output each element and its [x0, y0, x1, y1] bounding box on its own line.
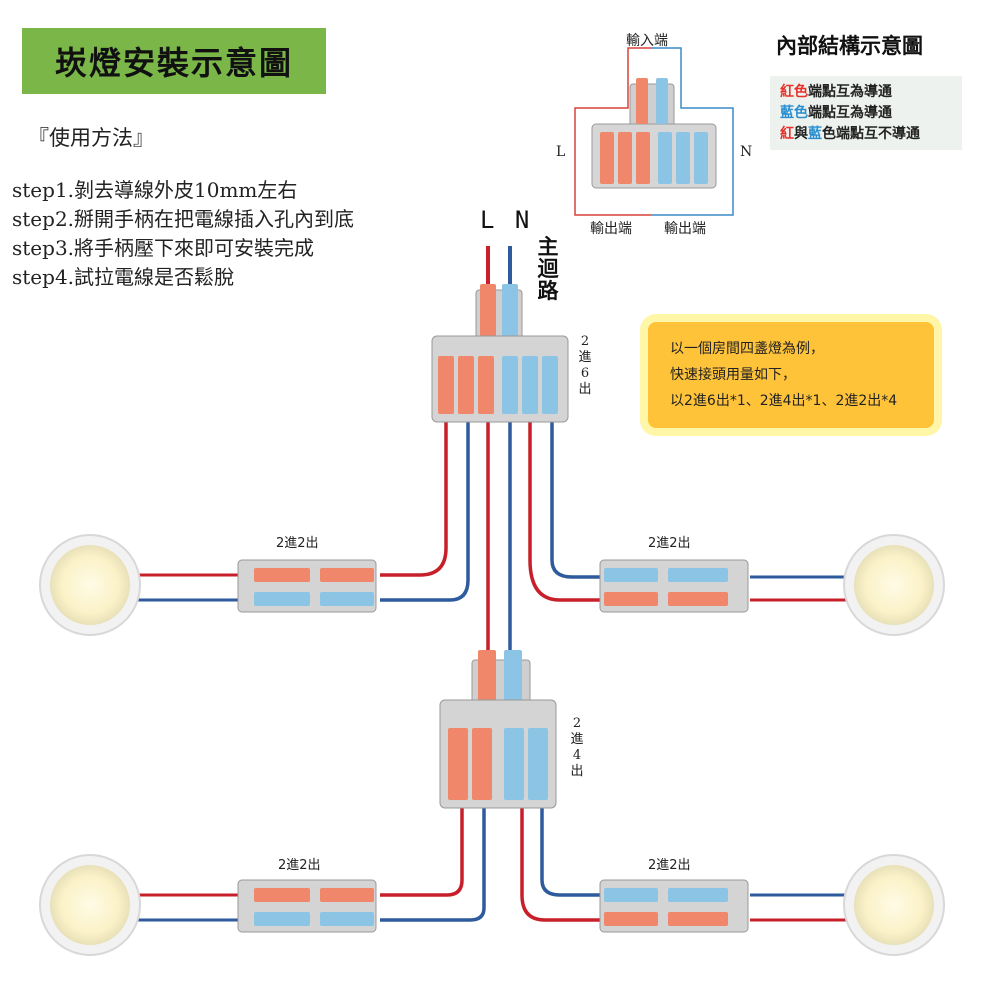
internal-l-label: L: [556, 144, 566, 160]
connector-2in2-top-right: [599, 559, 749, 613]
connector-2in2-label-bottom-right: 2進2出: [648, 858, 691, 873]
connector-2in6: [431, 284, 569, 423]
legend-line-mixed: 紅與藍色端點互不導通: [780, 126, 920, 142]
step-item: step1.剝去導線外皮10mm左右: [12, 178, 298, 202]
lamp-top-left: [39, 534, 141, 636]
note-line: 快速接頭用量如下，: [670, 367, 796, 383]
internal-red-outline: [574, 47, 651, 216]
connector-2in2-top-left: [237, 559, 377, 613]
connector-2in2-bottom-left: [237, 879, 377, 933]
connector-2in4-label: 2 進 4 出: [570, 716, 584, 779]
lamp-bottom-left: [39, 854, 141, 956]
step-item: step2.掰開手柄在把電線插入孔內到底: [12, 207, 355, 231]
output-terminal-label-right: 輸出端: [664, 221, 706, 237]
note-line: 以一個房間四盞燈為例，: [670, 341, 824, 357]
connector-2in2-label-top-left: 2進2出: [276, 536, 319, 551]
step-item: step4.試拉電線是否鬆脫: [12, 265, 235, 289]
branch-wires: [380, 420, 600, 660]
input-terminal-label: 輸入端: [626, 33, 668, 49]
step-item: step3.將手柄壓下來即可安裝完成: [12, 236, 315, 260]
internal-n-label: N: [740, 144, 753, 160]
internal-structure-diagram: [574, 47, 734, 216]
internal-blue-outline: [651, 47, 734, 216]
output-terminal-label-left: 輸出端: [590, 221, 632, 237]
usage-example-note: 以一個房間四盞燈為例， 快速接頭用量如下， 以2進6出*1、2進4出*1、2進2…: [648, 322, 934, 428]
page-title: 崁燈安裝示意圖: [54, 44, 293, 82]
legend-line-blue: 藍色端點互為導通: [780, 105, 892, 121]
legend-box: 紅色端點互為導通 藍色端點互為導通 紅與藍色端點互不導通: [770, 76, 962, 150]
step-list: step1.剝去導線外皮10mm左右 step2.掰開手柄在把電線插入孔內到底 …: [12, 176, 354, 292]
title-banner: 崁燈安裝示意圖: [22, 28, 326, 94]
connector-2in2-label-top-right: 2進2出: [648, 536, 691, 551]
note-line: 以2進6出*1、2進4出*1、2進2出*4: [670, 393, 898, 409]
lamp-bottom-right: [843, 854, 945, 956]
lamp-top-right: [843, 534, 945, 636]
connector-2in4: [439, 650, 557, 809]
legend-line-red: 紅色端點互為導通: [780, 84, 892, 100]
lower-branch-wires: [380, 808, 600, 922]
connector-2in2-bottom-right: [599, 879, 749, 933]
usage-heading: 『使用方法』: [28, 126, 154, 150]
internal-structure-title: 內部結構示意圖: [776, 34, 923, 58]
lamp-wires: [136, 573, 848, 922]
ln-label: L N: [480, 206, 533, 234]
connector-2in2-label-bottom-left: 2進2出: [278, 858, 321, 873]
main-circuit-label: 主 迴 路: [537, 235, 559, 303]
connector-2in6-label: 2 進 6 出: [578, 334, 592, 397]
